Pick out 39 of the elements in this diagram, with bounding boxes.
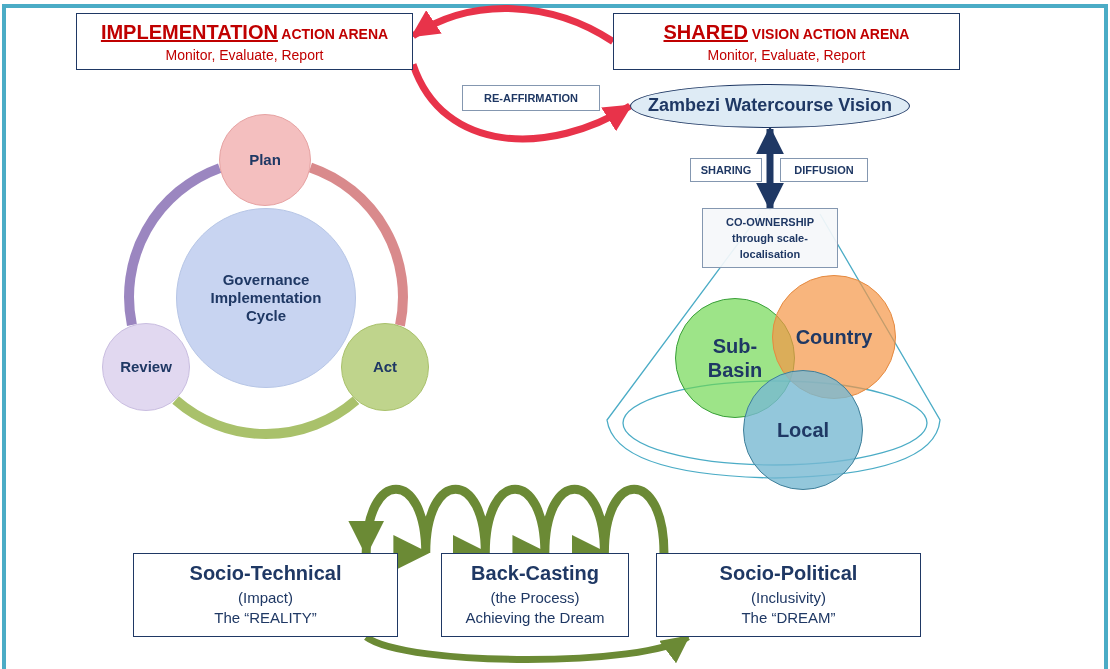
concept-note: Achieving the Dream <box>465 608 605 628</box>
ring-arc <box>308 162 408 327</box>
concept-title: Socio-Political <box>719 562 858 585</box>
tag-text: CO-OWNERSHIP through scale-localisation <box>725 215 815 262</box>
concept-box <box>441 553 629 637</box>
double-arrow <box>756 126 784 211</box>
concept-box <box>133 553 398 637</box>
tag-text: RE-AFFIRMATION <box>483 91 579 106</box>
tag-box <box>690 158 762 182</box>
concept-title: Back-Casting <box>471 562 599 585</box>
arena-heading: SHARED VISION ACTION ARENA <box>663 20 910 44</box>
vision-text: Zambezi Watercourse Vision <box>646 95 894 117</box>
tag-text: DIFFUSION <box>793 163 855 178</box>
concept-note: (the Process) <box>490 588 580 608</box>
arena-box <box>613 13 960 70</box>
arena-subtitle: Monitor, Evaluate, Report <box>707 46 866 63</box>
arena-subtitle: Monitor, Evaluate, Report <box>165 46 324 63</box>
concept-note: The “REALITY” <box>214 608 317 628</box>
circle-text: Plan <box>248 151 282 169</box>
circle-text: Country <box>794 325 874 349</box>
ring-arc <box>172 396 360 440</box>
concept-title: Socio-Technical <box>189 562 342 585</box>
concept-note: The “DREAM” <box>741 608 836 628</box>
tag-box <box>780 158 868 182</box>
circle-text: Act <box>371 358 399 376</box>
concept-note: (Inclusivity) <box>751 588 826 608</box>
circle-text: Governance Implementation Cycle <box>209 271 323 325</box>
arena-box <box>76 13 413 70</box>
circle-text: Review <box>119 358 173 376</box>
tag-box <box>462 85 600 111</box>
tag-box <box>702 208 838 268</box>
circle-text: Sub-Basin <box>706 334 764 382</box>
ring-arc <box>124 163 222 326</box>
circle-text: Local <box>775 418 831 442</box>
coil-arrow <box>348 484 669 569</box>
concept-note: (Impact) <box>238 588 293 608</box>
tag-text: SHARING <box>699 163 753 178</box>
arena-heading: IMPLEMENTATION ACTION ARENA <box>100 20 389 44</box>
concept-box <box>656 553 921 637</box>
